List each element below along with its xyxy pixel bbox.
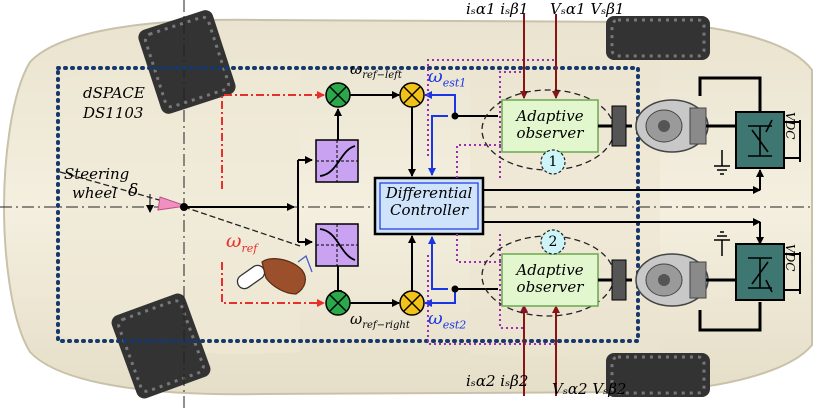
wheel-rear-bottom	[606, 353, 710, 397]
sum-junction-right-ref	[325, 290, 351, 316]
omega-ref-left-label: ωref−left	[350, 60, 402, 81]
observer-1-label: Adaptive observer	[502, 107, 598, 143]
motor-2-icon	[611, 253, 709, 307]
pedal-icon	[236, 254, 313, 295]
omega-est1-to-controller	[428, 115, 448, 176]
controller-label-line2: Controller	[389, 201, 469, 220]
vdc-label-top: VDC	[783, 112, 797, 140]
omega-ref-path-top	[221, 91, 325, 189]
currents-motor-2-label: iₛα2 iₛβ2	[466, 372, 529, 390]
adaptive-observer-1-box	[501, 99, 599, 153]
voltages-motor-2-label: Vₛα2 Vₛβ2	[552, 380, 627, 398]
inverter-1-icon	[735, 111, 785, 169]
omega-est2-label: ωest2	[428, 308, 467, 332]
steering-wheel-icon	[157, 196, 187, 211]
observer-1-number: 1	[548, 154, 558, 170]
steering-label-line2: wheel	[72, 184, 118, 202]
hardware-label-line2: DS1103	[83, 104, 144, 122]
steering-angle-symbol: δ	[128, 181, 139, 201]
currents-motor-1-label: iₛα1 iₛβ1	[466, 0, 529, 18]
observer-2-badge	[540, 229, 566, 255]
inverter-2-icon	[735, 243, 785, 301]
observer-2-label: Adaptive observer	[502, 261, 598, 297]
controller-label: Differential Controller	[378, 184, 480, 220]
controller-label-line1: Differential	[385, 184, 473, 202]
differential-controller-box	[373, 176, 485, 236]
observer-2-label-line2: observer	[516, 278, 584, 297]
observer-1-label-line2: observer	[516, 124, 584, 143]
omega-ref-path-bottom	[221, 262, 325, 307]
omega-ref-label: ωref	[226, 230, 258, 255]
error-junction-1	[399, 82, 425, 108]
wheel-front-bottom	[111, 293, 211, 399]
ground-icon-bottom	[714, 231, 730, 256]
omega-est1-label: ωest1	[428, 66, 467, 90]
omega-ref-right-label: ωref−right	[350, 310, 410, 331]
vdc-label-bottom: VDC	[783, 244, 797, 272]
steering-label-line1: Steering	[64, 165, 130, 183]
sum-junction-left-ref	[325, 82, 351, 108]
omega-est2-to-controller	[428, 236, 448, 290]
wheel-front-top	[138, 10, 236, 114]
observer-2-number: 2	[548, 234, 558, 250]
observer-2-label-line1: Adaptive	[516, 261, 584, 279]
dspace-boundary	[56, 66, 640, 343]
wheel-rear-top	[606, 16, 710, 60]
observer-1-badge	[540, 149, 566, 175]
hardware-label-line1: dSPACE	[83, 84, 145, 102]
adaptive-observer-2-box	[501, 253, 599, 307]
ground-icon-top	[714, 150, 730, 175]
lookup-block-left	[315, 139, 359, 183]
motor-1-icon	[611, 99, 709, 153]
lookup-block-right	[315, 223, 359, 267]
voltages-motor-1-label: Vₛα1 Vₛβ1	[550, 0, 625, 18]
observer-1-label-line1: Adaptive	[516, 107, 584, 125]
